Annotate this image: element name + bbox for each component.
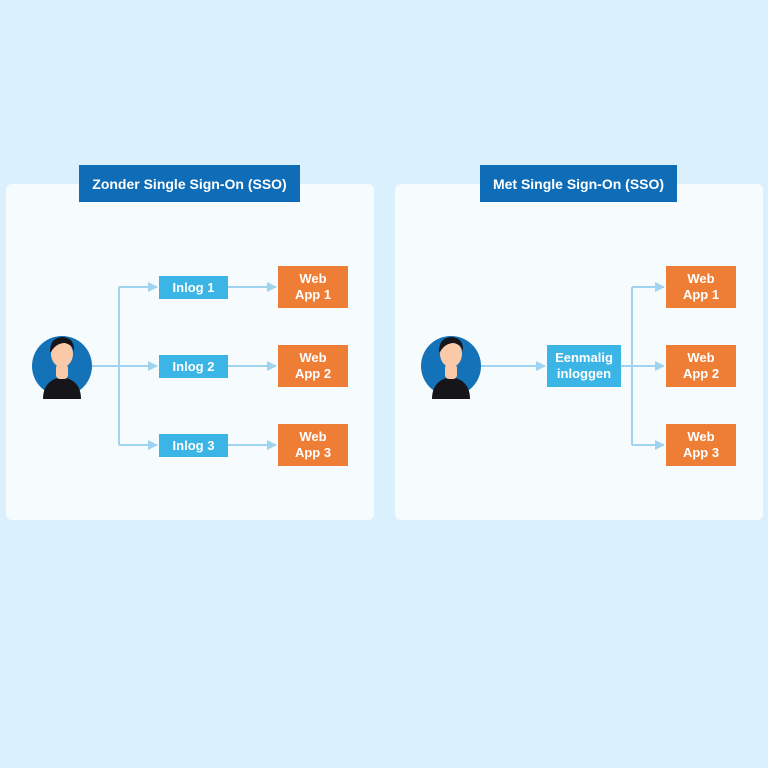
web-app-label-line1: Web xyxy=(687,429,715,444)
web-app-2: Web App 2 xyxy=(278,345,348,387)
title-without-sso: Zonder Single Sign-On (SSO) xyxy=(79,165,300,202)
web-app-label-line2: App 3 xyxy=(294,445,332,460)
web-app-2: Web App 2 xyxy=(666,345,736,387)
web-app-1: Web App 1 xyxy=(278,266,348,308)
single-login-box: Eenmalig inloggen xyxy=(547,345,621,387)
web-app-1: Web App 1 xyxy=(666,266,736,308)
user-avatar-icon xyxy=(32,336,92,399)
web-app-label-line1: Web xyxy=(299,429,327,444)
login-box-3: Inlog 3 xyxy=(159,434,228,457)
web-app-3: Web App 3 xyxy=(278,424,348,466)
web-app-label-line2: App 1 xyxy=(682,287,720,302)
login-box-2: Inlog 2 xyxy=(159,355,228,378)
web-app-label-line1: Web xyxy=(299,271,327,286)
web-app-label-line1: Web xyxy=(687,350,715,365)
web-app-label-line2: App 3 xyxy=(682,445,720,460)
web-app-label-line2: App 1 xyxy=(294,287,332,302)
title-with-sso: Met Single Sign-On (SSO) xyxy=(480,165,677,202)
single-login-label-line2: inloggen xyxy=(556,366,612,381)
single-login-label-line1: Eenmalig xyxy=(555,350,613,365)
web-app-label-line2: App 2 xyxy=(294,366,332,381)
web-app-label-line2: App 2 xyxy=(682,366,720,381)
login-box-1: Inlog 1 xyxy=(159,276,228,299)
web-app-label-line1: Web xyxy=(687,271,715,286)
web-app-label-line1: Web xyxy=(299,350,327,365)
user-avatar-icon xyxy=(421,336,481,399)
web-app-3: Web App 3 xyxy=(666,424,736,466)
